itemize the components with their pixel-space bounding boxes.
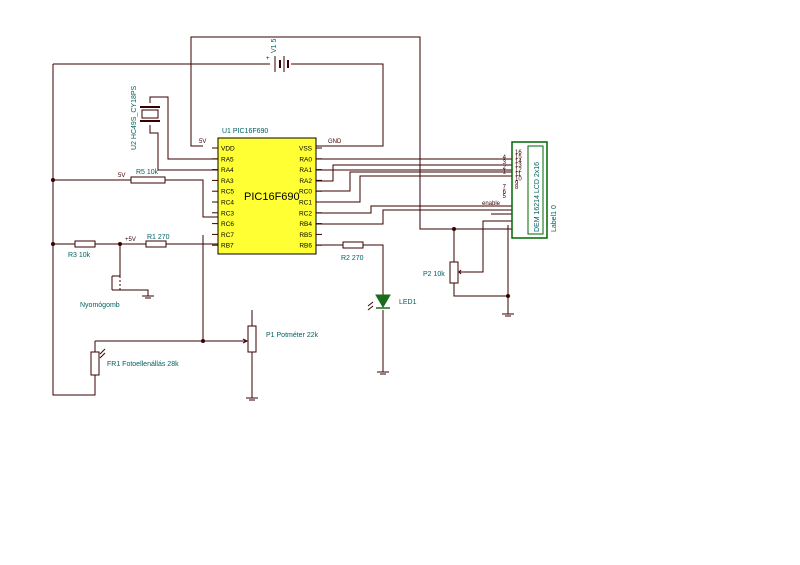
lcd-pin-number: 15 [515, 154, 522, 160]
r1-label: R1 270 [147, 234, 170, 241]
mcu-pin-label: RC6 [221, 221, 234, 228]
mcu-pin-label: RA2 [299, 178, 312, 185]
mcu-pin-label: RC4 [221, 200, 234, 207]
lcd-pin-number: 11 [515, 172, 522, 178]
mcu-pin-label: RB7 [221, 243, 234, 250]
p2-label: P2 10k [423, 271, 445, 278]
svg-text:+: + [266, 56, 270, 62]
fr1-label: FR1 Fotoellenállás 28k [107, 361, 179, 368]
button-label: Nyomógomb [80, 302, 120, 309]
lcd-pin-number: 14 [515, 159, 522, 165]
mcu-pin-label: RA3 [221, 178, 234, 185]
r2-label: R2 270 [341, 255, 364, 262]
battery-symbol: + V1 5 [266, 38, 289, 72]
mcu-pin-label: RC2 [299, 210, 312, 217]
mcu-pin-label: RA5 [221, 156, 234, 163]
lcd-pin-number: 3 [503, 160, 507, 166]
lcd-pin-number: 16 [515, 150, 522, 156]
ground-symbols [142, 295, 514, 401]
p1-label: P1 Potméter 22k [266, 332, 319, 339]
photoresistor-fr1: FR1 Fotoellenállás 28k [90, 348, 179, 376]
mcu-pin-label: RA1 [299, 167, 312, 174]
lcd-part-label: DEM 16214 LCD 2x16 [534, 162, 541, 232]
mcu-pin-label: RC5 [221, 189, 234, 196]
lcd-pin-number: 10 [515, 176, 522, 182]
lcd-pin-number: 6 [503, 189, 507, 195]
r1-net-label: +5V [125, 237, 136, 243]
potentiometer-p2: P2 10k [423, 261, 463, 284]
resistor-r3: R3 10k [68, 240, 96, 259]
push-button-symbol: Nyomógomb [80, 275, 121, 309]
resistor-r5: R5 10k [130, 169, 166, 184]
mcu-ref-label: U1 PIC16F690 [222, 128, 268, 135]
mcu-pin-label: RB4 [299, 221, 312, 228]
ground-icon [142, 295, 154, 299]
ground-icon [502, 313, 514, 317]
ground-icon [377, 371, 389, 375]
vdd-net-label: 5V [199, 139, 206, 145]
lcd-pin-number: 2 [503, 165, 507, 171]
lcd-pin-number: 9 [515, 181, 519, 187]
mcu-pin-label: VDD [221, 146, 235, 153]
enable-net-label: enable [482, 201, 501, 207]
lcd-pin-number: 5 [503, 194, 507, 200]
mcu-chip: U1 PIC16F690 PIC16F690 VDDRA5RA4RA3RC5RC… [212, 128, 322, 255]
ground-icon [246, 397, 258, 401]
lcd-pin-number: 13 [515, 163, 522, 169]
r5-label: R5 10k [136, 169, 159, 176]
led-label: LED1 [399, 299, 417, 306]
mcu-pin-label: RA0 [299, 156, 312, 163]
mcu-pin-label: RC3 [221, 210, 234, 217]
mcu-pin-label: RB6 [299, 243, 312, 250]
junctions [51, 178, 510, 343]
mcu-part-label: PIC16F690 [244, 191, 300, 203]
lcd-ref-label: Label1 0 [551, 205, 558, 232]
mcu-pin-label: RC0 [299, 189, 312, 196]
led-symbol: LED1 [367, 294, 417, 311]
r3-label: R3 10k [68, 252, 91, 259]
crystal-label: U2 HC49S_CY18PS [131, 85, 138, 150]
mcu-pin-label: RA4 [221, 167, 234, 174]
lcd-pin-number: 1 [503, 170, 507, 176]
lcd-pin-number: 12 [515, 168, 522, 174]
mcu-pin-label: RC1 [299, 200, 312, 207]
lcd-pin-number: 7 [503, 184, 507, 190]
resistor-r2: R2 270 [341, 241, 364, 262]
mcu-pin-label: RC7 [221, 232, 234, 239]
r5-net-label: 5V [118, 173, 125, 179]
mcu-pin-label: VSS [299, 146, 313, 153]
resistor-r1: R1 270 [145, 234, 170, 248]
lcd-pin-number: 8 [515, 185, 519, 191]
crystal-symbol: U2 HC49S_CY18PS [131, 85, 160, 150]
mcu-pin-label: RB5 [299, 232, 312, 239]
lcd-pin-number: 4 [503, 155, 507, 161]
potentiometer-p1: P1 Potméter 22k [242, 325, 319, 353]
battery-label: V1 5 [271, 38, 278, 53]
gnd-net-label: GND [328, 139, 342, 145]
